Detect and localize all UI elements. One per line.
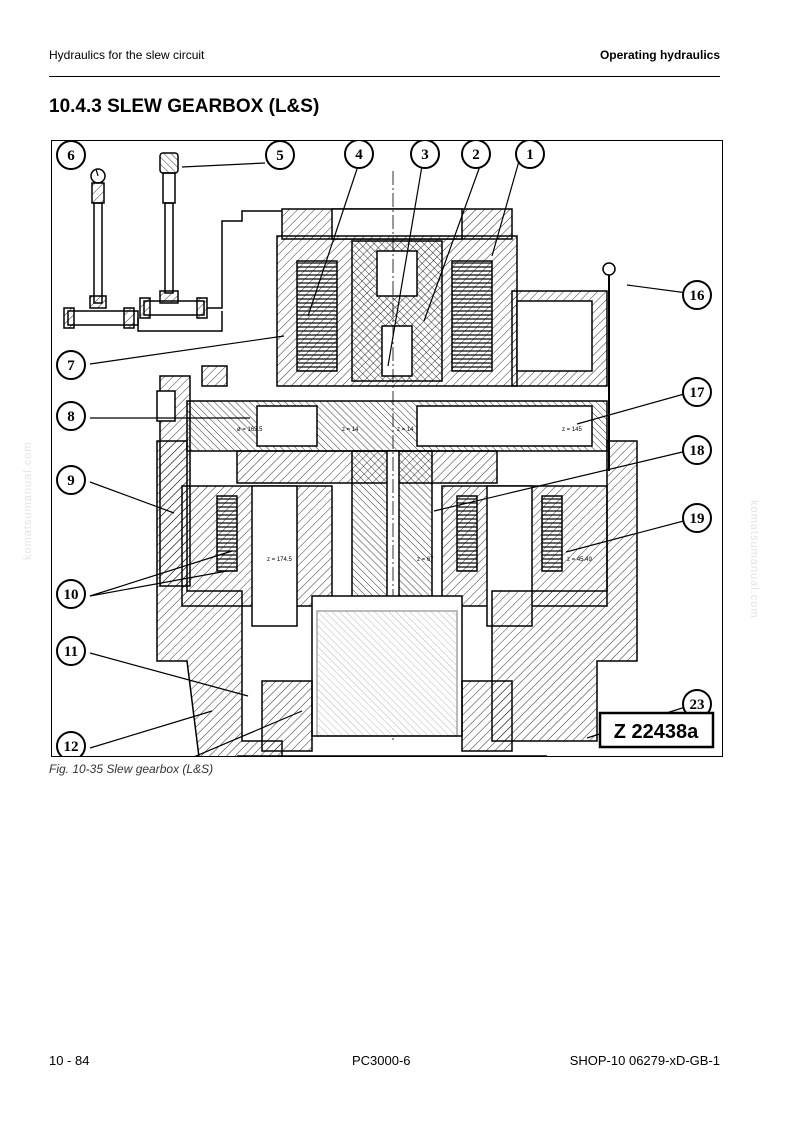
dim-label-1: ø = 163.5 xyxy=(237,427,263,433)
svg-text:19: 19 xyxy=(690,511,705,527)
callout-10: 10 xyxy=(56,579,86,609)
svg-text:11: 11 xyxy=(64,644,78,660)
right-upper-housing xyxy=(511,262,616,471)
callout-17: 17 xyxy=(682,377,712,407)
gearbox-figure: ø = 163.5 z = 14 z = 14 z = 174.5 z = 67… xyxy=(51,140,723,757)
callout-12: 12 xyxy=(56,731,86,756)
svg-text:3: 3 xyxy=(421,147,429,163)
level-gauges xyxy=(63,152,282,332)
dim-label-6: z = 145 xyxy=(562,427,583,433)
drawing-id: Z 22438a xyxy=(614,721,699,743)
svg-text:23: 23 xyxy=(690,697,705,713)
dim-label-4: z = 174.5 xyxy=(267,557,293,563)
callout-11: 11 xyxy=(56,636,86,666)
callout-2: 2 xyxy=(461,141,491,169)
dim-label-3: z = 14 xyxy=(397,427,414,433)
watermark-left: komatsumanual.com xyxy=(22,441,34,561)
section-title: 10.4.3 SLEW GEARBOX (L&S) xyxy=(49,96,320,117)
svg-text:18: 18 xyxy=(690,443,705,459)
callout-3: 3 xyxy=(410,141,440,169)
page-header-left: Hydraulics for the slew circuit xyxy=(49,48,205,62)
callout-7: 7 xyxy=(56,350,86,380)
watermark-right: komatsumanual.com xyxy=(748,500,760,619)
dim-label-2: z = 14 xyxy=(342,427,359,433)
header-rule xyxy=(49,76,720,77)
callout-5: 5 xyxy=(265,141,295,170)
svg-text:5: 5 xyxy=(276,148,284,164)
figure-caption: Fig. 10-35 Slew gearbox (L&S) xyxy=(49,762,214,776)
callout-18: 18 xyxy=(682,435,712,465)
callout-16: 16 xyxy=(682,280,712,310)
svg-text:17: 17 xyxy=(690,385,706,401)
callout-1: 1 xyxy=(515,141,545,169)
callout-6: 6 xyxy=(56,141,86,170)
central-shaft xyxy=(351,171,433,741)
callouts: 1 2 3 4 5 6 7 8 9 10 11 12 13 14 15 16 1… xyxy=(56,141,712,756)
callout-4: 4 xyxy=(344,141,374,169)
svg-text:7: 7 xyxy=(67,358,75,374)
svg-text:6: 6 xyxy=(67,148,75,164)
callout-8: 8 xyxy=(56,401,86,431)
svg-text:9: 9 xyxy=(67,473,75,489)
footer-model: PC3000-6 xyxy=(352,1053,411,1068)
top-housing xyxy=(276,208,518,387)
gearbox-drawing: ø = 163.5 z = 14 z = 14 z = 174.5 z = 67… xyxy=(56,141,715,756)
svg-text:10: 10 xyxy=(64,587,79,603)
svg-text:8: 8 xyxy=(67,409,75,425)
drawing-id-box: Z 22438a xyxy=(598,711,715,749)
svg-text:4: 4 xyxy=(355,147,363,163)
svg-text:16: 16 xyxy=(690,288,706,304)
callout-19: 19 xyxy=(682,503,712,533)
svg-text:1: 1 xyxy=(526,147,534,163)
svg-text:2: 2 xyxy=(472,147,480,163)
callout-9: 9 xyxy=(56,465,86,495)
svg-text:12: 12 xyxy=(64,739,79,755)
main-housing xyxy=(156,440,638,756)
footer-page-number: 10 - 84 xyxy=(49,1053,90,1068)
callout-23: 23 xyxy=(682,689,712,719)
dim-label-5: z = 67 xyxy=(417,557,434,563)
page-header-right: Operating hydraulics xyxy=(599,48,720,62)
dim-label-7: z = 45.49 xyxy=(567,557,593,563)
footer-doc-id: SHOP-10 06279-xD-GB-1 xyxy=(569,1053,720,1068)
